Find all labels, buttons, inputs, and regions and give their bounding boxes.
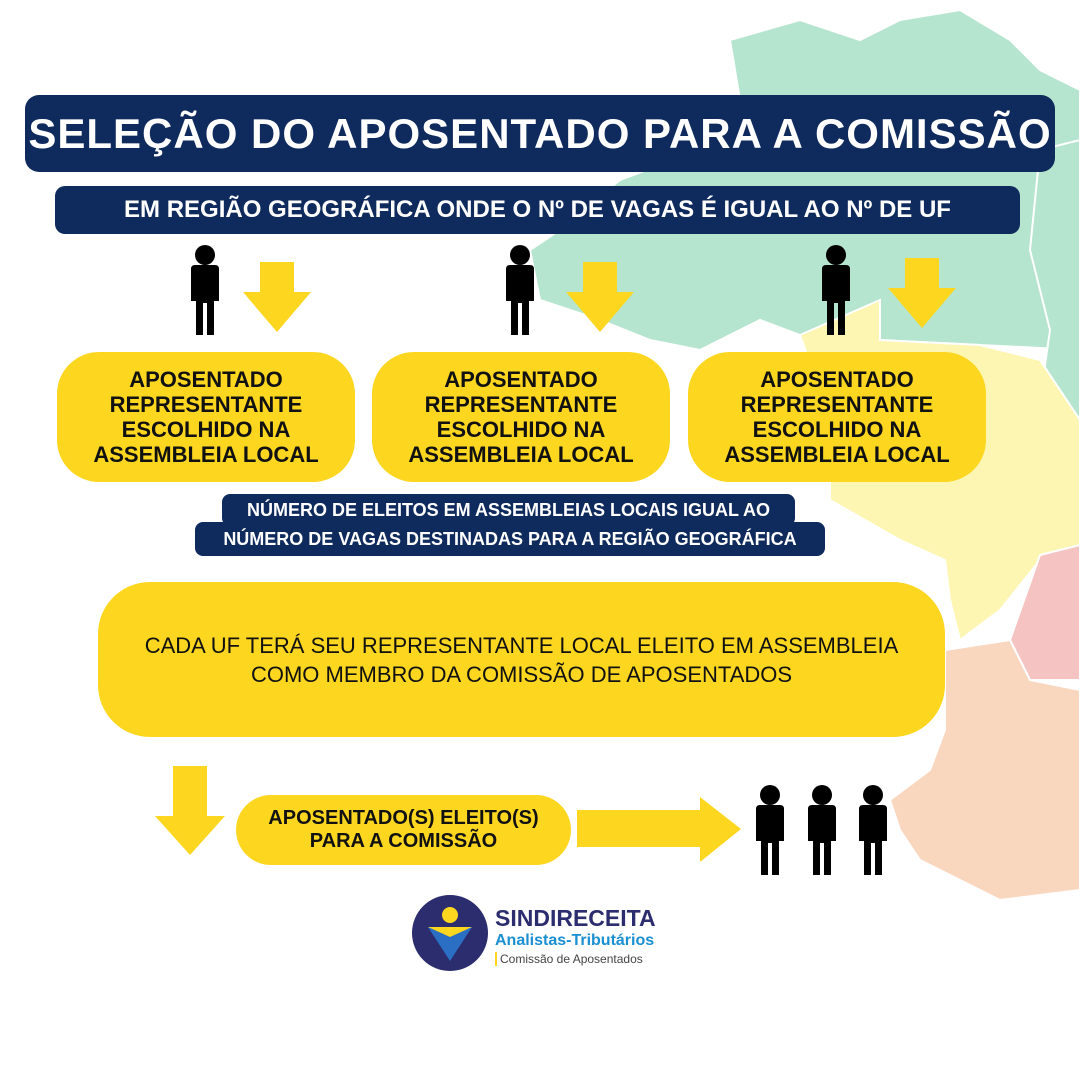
right-arrow-icon xyxy=(577,797,741,862)
map-region-southeast xyxy=(1008,543,1080,681)
note-line-2: NÚMERO DE VAGAS DESTINADAS PARA A REGIÃO… xyxy=(195,522,825,556)
representative-box-3: APOSENTADO REPRESENTANTE ESCOLHIDO NA AS… xyxy=(688,352,986,482)
main-statement-box: CADA UF TERÁ SEU REPRESENTANTE LOCAL ELE… xyxy=(98,582,945,737)
person-icon xyxy=(191,245,219,335)
result-box: APOSENTADO(S) ELEITO(S) PARA A COMISSÃO xyxy=(236,795,571,865)
person-icon xyxy=(822,245,850,335)
person-icon xyxy=(756,785,784,875)
down-arrow-icon xyxy=(566,262,634,332)
person-icon xyxy=(808,785,836,875)
person-icon xyxy=(859,785,887,875)
main-statement-line-2: COMO MEMBRO DA COMISSÃO DE APOSENTADOS xyxy=(250,661,793,687)
representatives-icons xyxy=(191,245,956,335)
main-statement-line-1: CADA UF TERÁ SEU REPRESENTANTE LOCAL ELE… xyxy=(144,632,899,658)
subtitle: EM REGIÃO GEOGRÁFICA ONDE O Nº DE VAGAS … xyxy=(55,186,1020,234)
down-arrow-icon xyxy=(243,262,311,332)
result-line-2: PARA A COMISSÃO xyxy=(309,830,498,852)
logo-subtitle: Comissão de Aposentados xyxy=(495,952,643,966)
down-arrow-icon xyxy=(155,766,225,855)
sindireceita-logo-icon xyxy=(412,895,488,971)
representative-box-2: APOSENTADO REPRESENTANTE ESCOLHIDO NA AS… xyxy=(372,352,670,482)
representative-box-1: APOSENTADO REPRESENTANTE ESCOLHIDO NA AS… xyxy=(57,352,355,482)
logo-tagline: Analistas-Tributários xyxy=(495,932,655,949)
page-title: SELEÇÃO DO APOSENTADO PARA A COMISSÃO xyxy=(25,95,1055,172)
person-icon xyxy=(506,245,534,335)
down-arrow-icon xyxy=(888,258,956,328)
note-line-1: NÚMERO DE ELEITOS EM ASSEMBLEIAS LOCAIS … xyxy=(222,494,795,526)
map-region-south xyxy=(888,638,1080,902)
result-line-1: APOSENTADO(S) ELEITO(S) xyxy=(268,807,539,829)
logo-name: SINDIRECEITA xyxy=(495,905,656,931)
elected-members-icons xyxy=(756,785,887,875)
